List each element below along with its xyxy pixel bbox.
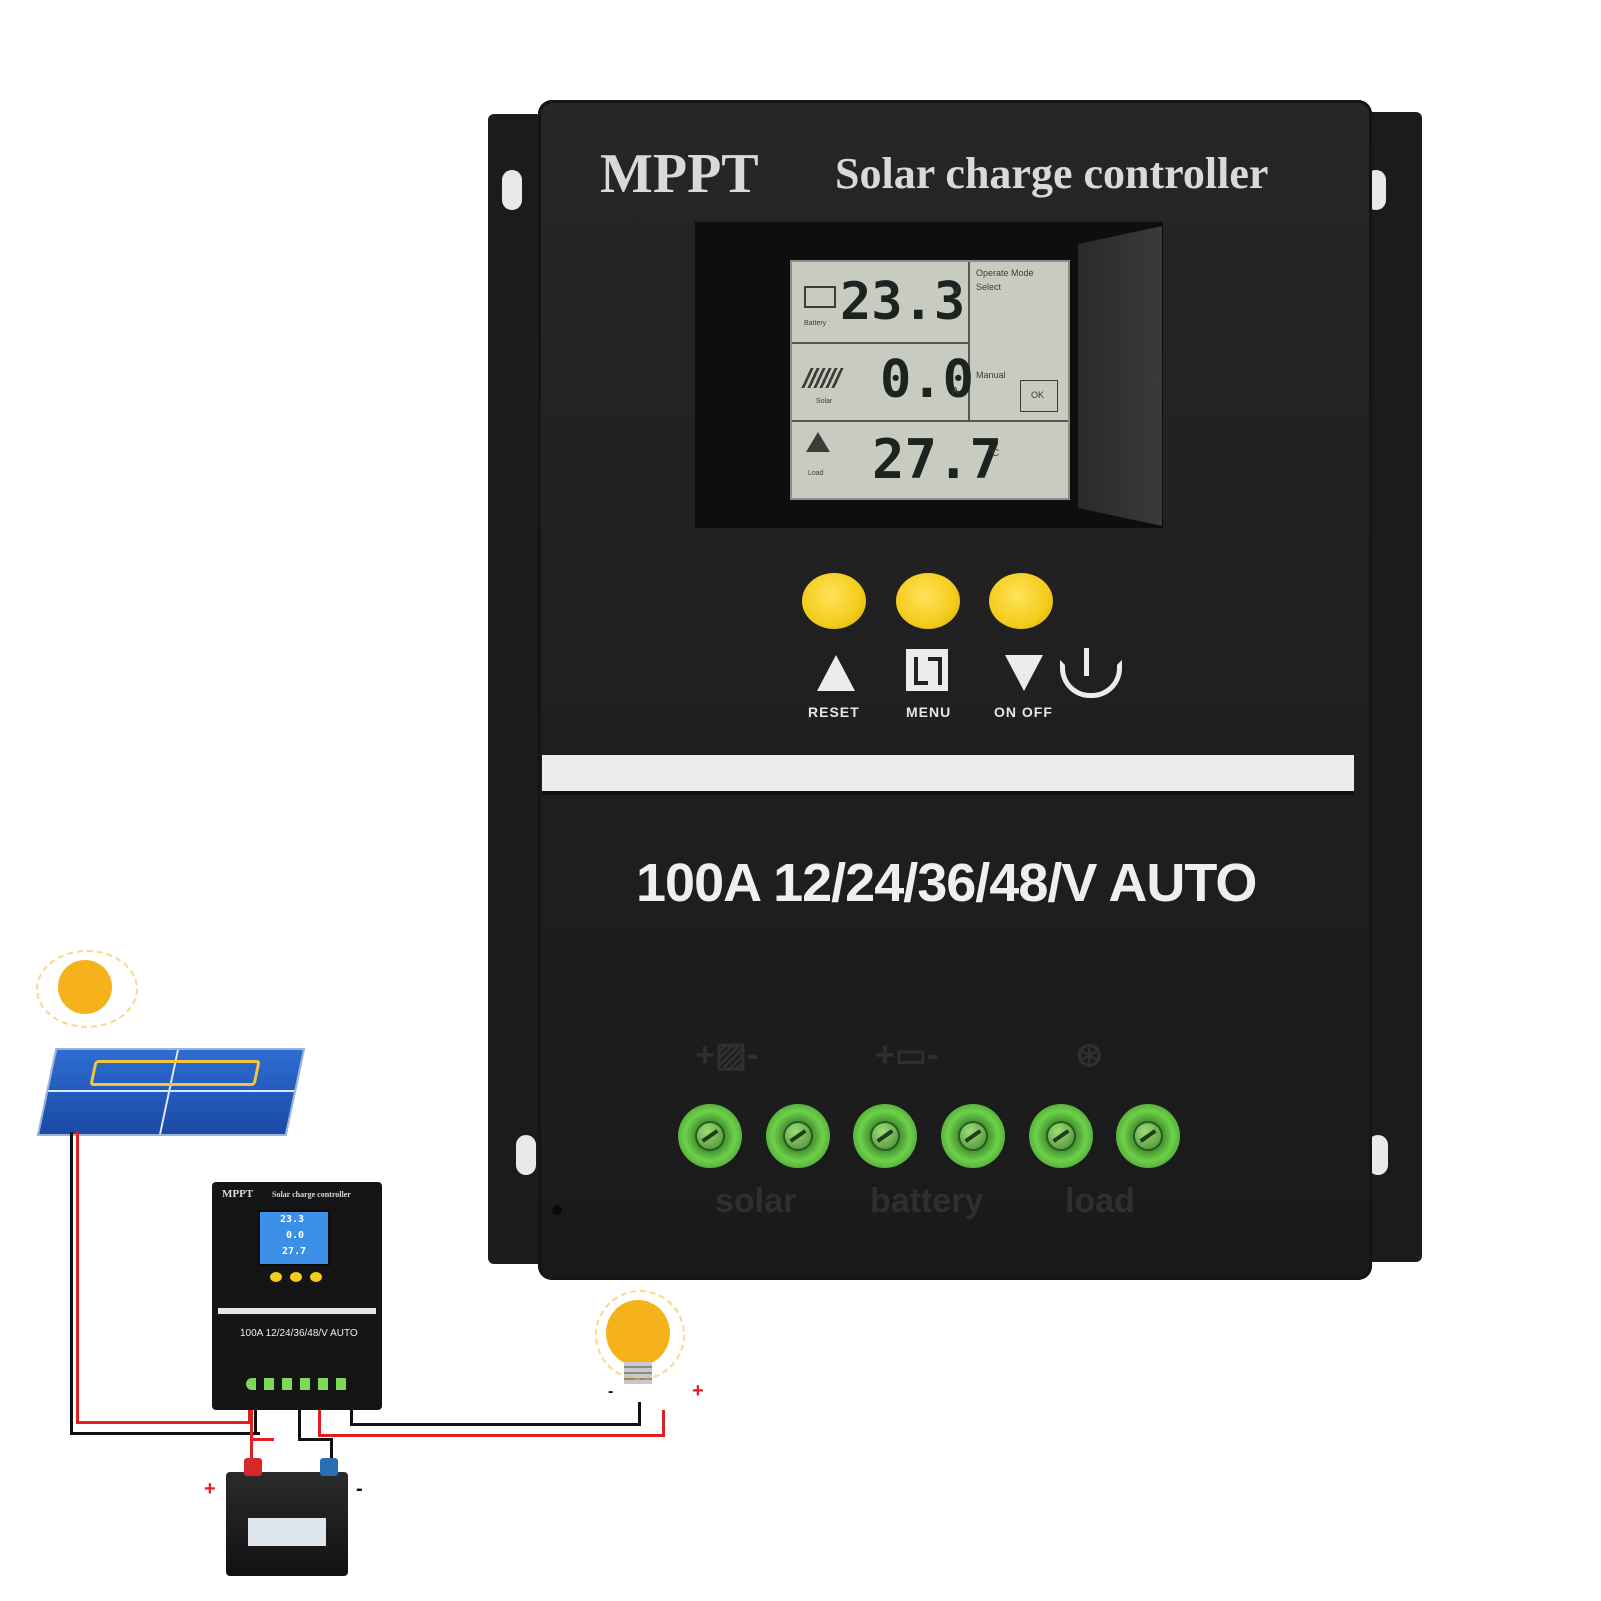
load-positive-wire [318, 1434, 664, 1437]
mounting-hole [502, 170, 522, 210]
mini-lcd: 23.3 0.0 27.7 [258, 1210, 330, 1266]
mini-strip [218, 1308, 376, 1314]
product-title: Solar charge controller [835, 149, 1269, 198]
manual-label: Manual [976, 370, 1006, 380]
solar-current: 0.0 [880, 350, 974, 410]
solar-unit: A [952, 386, 959, 397]
load-temperature: 27.7 [872, 428, 1003, 491]
wire [76, 1421, 252, 1424]
mini-spec-label: 100A 12/24/36/48/V AUTO [240, 1328, 358, 1339]
up-arrow-icon [817, 655, 855, 691]
solar-positive-wire [76, 1132, 79, 1424]
select-label: Select [976, 282, 1002, 292]
mini-brand-label: MPPT [222, 1188, 254, 1200]
temperature-unit: °C [988, 448, 1000, 459]
menu-button[interactable] [896, 573, 960, 629]
menu-icon [906, 649, 948, 691]
power-icon-stem [1084, 648, 1089, 676]
wire [250, 1438, 274, 1441]
spec-label: 100A 12/24/36/48/V AUTO [636, 853, 1257, 913]
indicator-led [552, 1205, 562, 1215]
wire [350, 1410, 353, 1426]
wire [318, 1410, 321, 1436]
battery-icon [226, 1472, 348, 1576]
bulb-minus-label: - [608, 1383, 614, 1400]
solar-charge-controller: MPPT Solar charge controller Battery 23.… [488, 100, 1422, 1280]
right-mounting-flange [1362, 112, 1422, 1262]
battery-minus-label: - [356, 1478, 363, 1500]
solar-positive-terminal[interactable] [678, 1104, 742, 1168]
load-negative-wire [350, 1423, 640, 1426]
mini-lcd-value: 23.3 [280, 1214, 305, 1225]
mini-controller: MPPT Solar charge controller 23.3 0.0 27… [212, 1182, 382, 1410]
mounting-hole [1368, 1135, 1388, 1175]
solar-engraving: solar [715, 1182, 797, 1220]
battery-icon [804, 286, 836, 308]
on-off-label: ON OFF [994, 704, 1053, 720]
battery-symbol-engraving: +▭- [875, 1036, 939, 1074]
indicator-strip [542, 755, 1354, 791]
mini-product-title: Solar charge controller [272, 1190, 351, 1199]
load-label: Load [808, 470, 824, 477]
load-positive-terminal[interactable] [1029, 1104, 1093, 1168]
down-arrow-icon [1005, 655, 1043, 691]
wire [298, 1410, 301, 1440]
ok-label: OK [1031, 390, 1045, 400]
reset-up-button[interactable] [802, 573, 866, 629]
mounting-hole [516, 1135, 536, 1175]
solar-negative-wire [70, 1132, 73, 1434]
lcd-screen: Battery 23.3 V Solar 0.0 A Load 27.7 °C … [790, 260, 1070, 500]
solar-panel-icon [801, 368, 845, 388]
wire [250, 1410, 253, 1440]
sun-rays [36, 950, 138, 1028]
wire [298, 1438, 332, 1441]
wire [248, 1410, 251, 1424]
menu-label: MENU [906, 704, 952, 720]
wire [254, 1410, 257, 1434]
battery-negative-post [320, 1458, 338, 1476]
load-symbol-engraving: ⊛ [1075, 1036, 1104, 1074]
battery-label-plate [248, 1518, 326, 1546]
brand-label: MPPT [600, 143, 759, 205]
battery-plus-label: + [204, 1478, 216, 1500]
reset-label: RESET [808, 704, 860, 720]
load-engraving: load [1065, 1182, 1135, 1220]
solar-negative-terminal[interactable] [766, 1104, 830, 1168]
operate-mode-label: Operate Mode [976, 268, 1034, 278]
battery-unit: V [952, 286, 959, 297]
solar-panel-icon [36, 1048, 306, 1136]
wire [662, 1410, 665, 1437]
mini-button [290, 1272, 302, 1282]
bulb-rays [595, 1290, 685, 1380]
wire [638, 1402, 641, 1426]
ok-box: OK [1020, 380, 1058, 412]
divider [542, 791, 1354, 795]
bulb-plus-label: + [692, 1380, 704, 1402]
battery-positive-terminal[interactable] [853, 1104, 917, 1168]
solar-label: Solar [816, 398, 833, 405]
battery-engraving: battery [870, 1182, 984, 1220]
power-icon [1060, 660, 1122, 698]
mini-terminals [246, 1378, 350, 1390]
mini-button [310, 1272, 322, 1282]
mini-lcd-value: 27.7 [282, 1246, 307, 1257]
battery-negative-terminal[interactable] [941, 1104, 1005, 1168]
wire [70, 1432, 260, 1435]
lcd-recess-side [1078, 226, 1162, 526]
mini-button [270, 1272, 282, 1282]
battery-voltage: 23.3 [840, 272, 966, 332]
load-negative-terminal[interactable] [1116, 1104, 1180, 1168]
lamp-icon [806, 432, 830, 452]
battery-label: Battery [804, 320, 827, 327]
down-on-off-button[interactable] [989, 573, 1053, 629]
battery-positive-post [244, 1458, 262, 1476]
mini-lcd-value: 0.0 [286, 1230, 305, 1241]
solar-symbol-engraving: +▨- [695, 1036, 759, 1074]
